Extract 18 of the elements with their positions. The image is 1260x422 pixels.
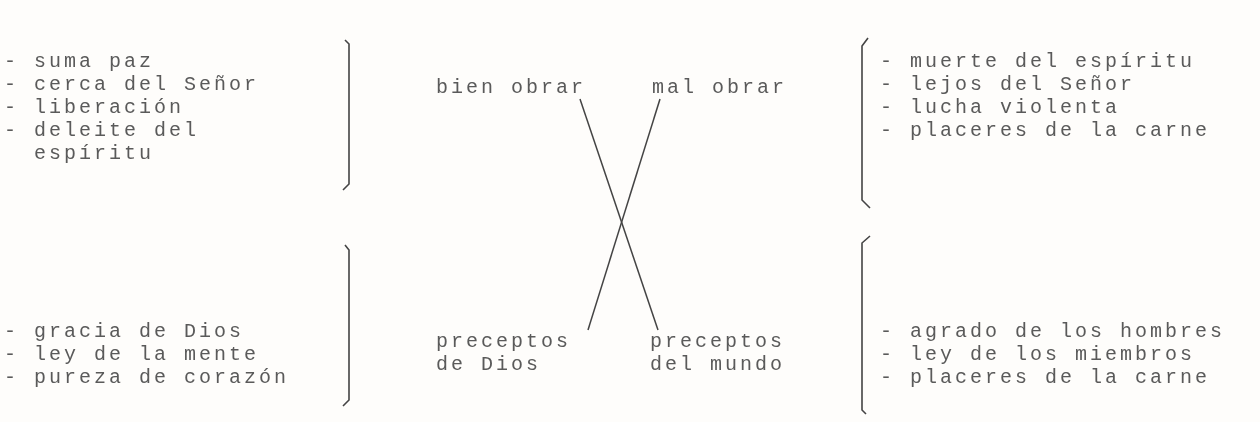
- list-item: - lejos del Señor: [880, 73, 1137, 96]
- list-item: - ley de la mente: [4, 343, 261, 366]
- list-item: - deleite del espíritu: [4, 119, 201, 165]
- term-label: preceptos del mundo: [650, 330, 810, 376]
- list-item: - placeres de la carne: [880, 119, 1212, 142]
- list-item: - cerca del Señor: [4, 73, 261, 96]
- list-item: - gracia de Dios: [4, 320, 246, 343]
- list-item: - suma paz: [4, 50, 156, 73]
- list-item: - muerte del espíritu: [880, 50, 1197, 73]
- list-item: - agrado de los hombres: [880, 320, 1227, 343]
- term-label: preceptos de Dios: [436, 330, 596, 376]
- list-item: - placeres de la carne: [880, 366, 1212, 389]
- list-item: - liberación: [4, 96, 186, 119]
- term-label: bien obrar: [436, 76, 588, 99]
- list-item: - lucha violenta: [880, 96, 1122, 119]
- list-item: - ley de los miembros: [880, 343, 1197, 366]
- term-label: mal obrar: [652, 76, 804, 99]
- list-item: - pureza de corazón: [4, 366, 291, 389]
